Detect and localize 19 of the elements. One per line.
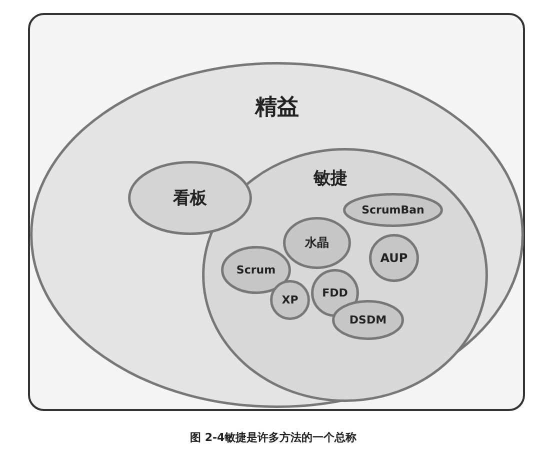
ellipse (343, 193, 443, 227)
ellipse-label: AUP (380, 251, 408, 265)
ellipse (270, 280, 310, 320)
ellipse-label: 敏捷 (314, 168, 348, 190)
ellipse (128, 161, 252, 235)
ellipse (221, 246, 291, 294)
ellipse-label: DSDM (349, 314, 387, 326)
ellipse-label: XP (282, 294, 298, 306)
caption: 图 2-4敏捷是许多方法的一个总称 (190, 430, 357, 445)
ellipse (30, 62, 524, 408)
ellipse-label: Scrum (236, 264, 276, 276)
ellipse-label: FDD (322, 286, 348, 300)
ellipse (283, 217, 351, 269)
ellipse (332, 300, 404, 340)
ellipse-label: 精益 (255, 94, 299, 122)
ellipse (369, 234, 419, 282)
ellipse-label: ScrumBan (362, 204, 424, 216)
ellipse-label: 看板 (173, 188, 207, 210)
ellipse-label: 水晶 (305, 234, 329, 252)
